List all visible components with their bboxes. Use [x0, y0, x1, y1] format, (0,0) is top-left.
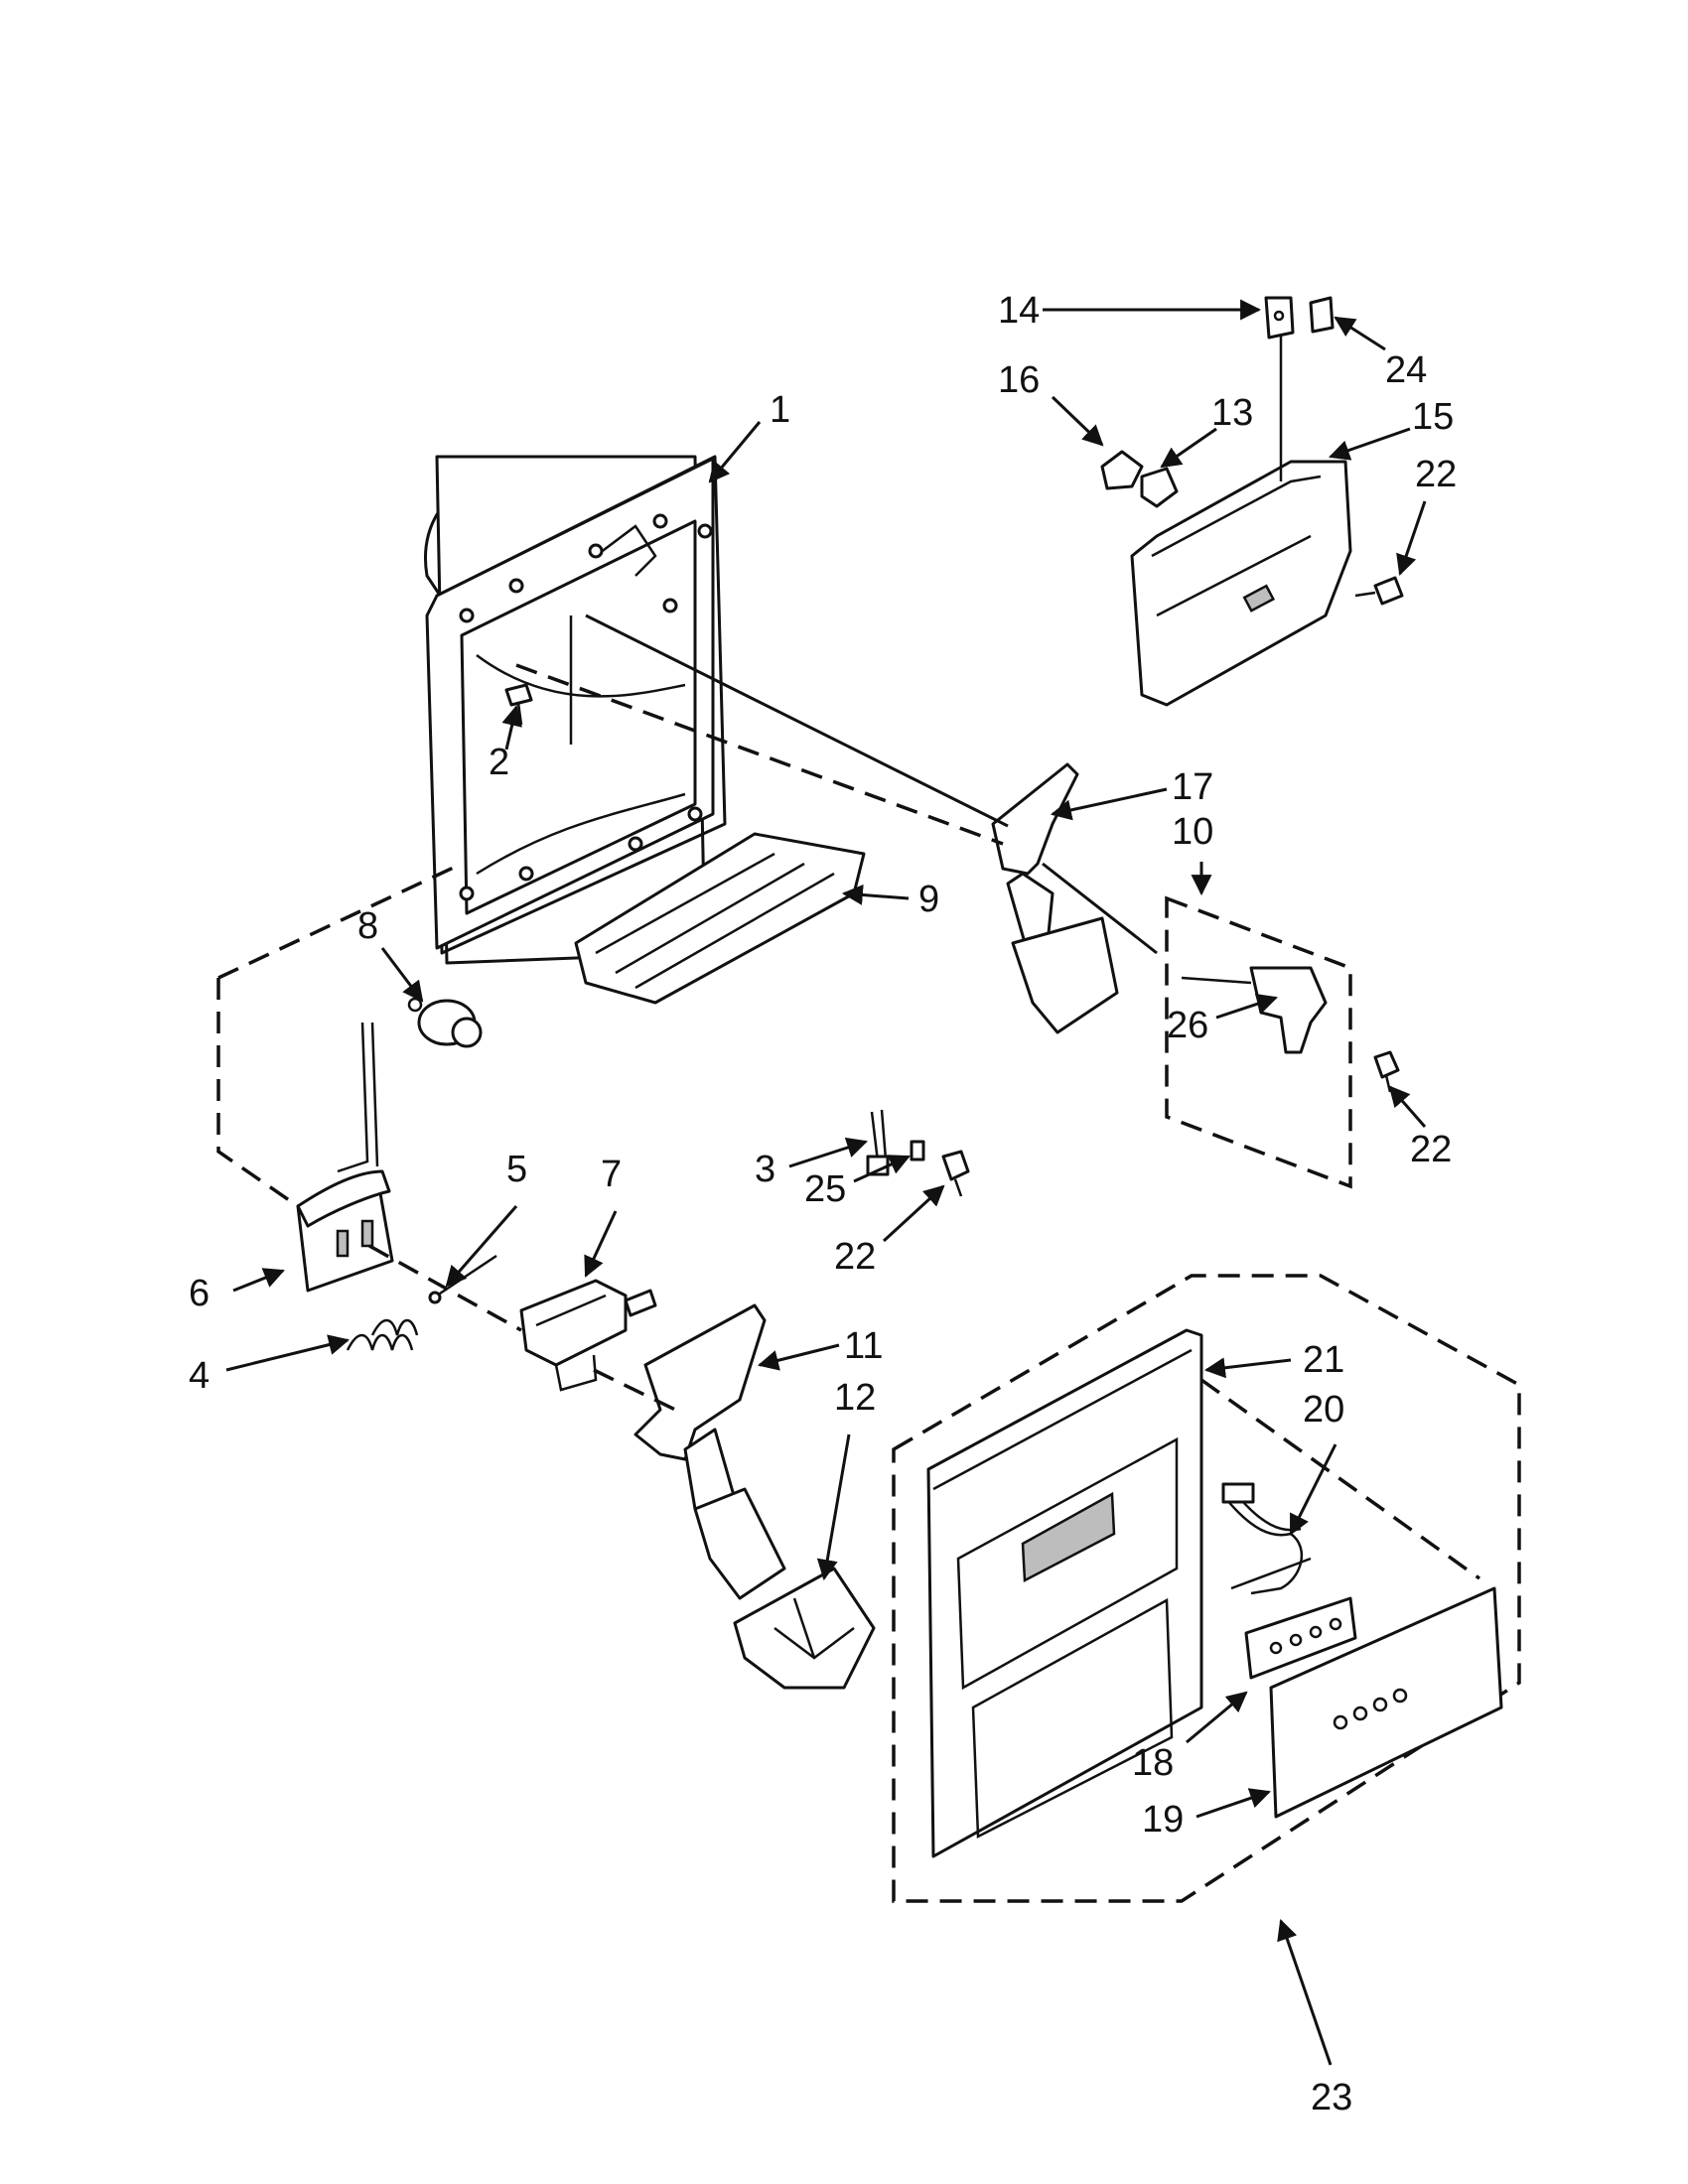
- part-6-bracket-motor: [296, 1022, 394, 1293]
- callout-19: 19: [1142, 1799, 1184, 1841]
- part-16-bulb: [1100, 450, 1144, 490]
- callout-22-upper: 22: [1415, 454, 1457, 495]
- callout-5: 5: [506, 1149, 527, 1190]
- part-17-water-paddle: [991, 762, 1119, 1034]
- part-10-switch-assembly: [1165, 895, 1400, 1189]
- callout-23: 23: [1311, 2077, 1352, 2118]
- callout-22-middle: 22: [834, 1236, 876, 1278]
- callout-17: 17: [1172, 766, 1213, 808]
- part-23-dispenser-front-assembly: [892, 1274, 1521, 1903]
- callout-6: 6: [189, 1273, 210, 1314]
- part-18-control-board: [1244, 1596, 1357, 1680]
- callout-24: 24: [1385, 349, 1427, 391]
- part-19-overlay-decal: [1269, 1586, 1503, 1819]
- callout-11: 11: [844, 1325, 883, 1367]
- callout-8: 8: [357, 905, 378, 947]
- callout-20: 20: [1303, 1389, 1344, 1431]
- callout-26: 26: [1167, 1005, 1208, 1046]
- callout-18: 18: [1132, 1742, 1174, 1784]
- part-5-pin: [428, 1254, 497, 1304]
- callout-4: 4: [189, 1355, 210, 1397]
- part-20-wire-harness: [1221, 1482, 1312, 1595]
- callout-3: 3: [755, 1149, 775, 1190]
- part-21-front-panel: [926, 1328, 1203, 1858]
- callout-9: 9: [918, 879, 939, 920]
- part-1-housing-frame: [424, 455, 727, 965]
- callout-7: 7: [601, 1154, 622, 1195]
- callout-14: 14: [998, 290, 1040, 332]
- callout-25: 25: [804, 1168, 846, 1210]
- part-3-25-22-small-parts: [866, 1109, 970, 1197]
- callout-22-right: 22: [1410, 1129, 1452, 1170]
- callout-21: 21: [1303, 1339, 1344, 1381]
- part-11-ice-paddle: [633, 1303, 786, 1600]
- part-7-actuator: [519, 1279, 657, 1392]
- callout-16: 16: [998, 359, 1040, 401]
- part-15-switch-housing: [1130, 328, 1352, 707]
- leader-lines: [225, 299, 1427, 2066]
- callout-2: 2: [489, 742, 509, 783]
- callout-15: 15: [1412, 396, 1454, 438]
- callout-10: 10: [1172, 811, 1213, 853]
- part-14-microswitch: [1264, 296, 1295, 340]
- callout-12: 12: [834, 1377, 876, 1419]
- part-4-spring: [346, 1318, 419, 1351]
- part-22-screw-upper: [1354, 576, 1404, 606]
- assembly-lines: [216, 614, 1481, 1580]
- callout-labels: 1 2 8 17 10 9 26 22 3 25 22 6 4 5 7 11 1…: [189, 290, 1457, 2118]
- part-9-drip-tray: [574, 832, 866, 1005]
- part-13-socket: [1140, 467, 1179, 508]
- callout-13: 13: [1211, 392, 1253, 434]
- callout-1: 1: [770, 389, 790, 431]
- part-8-solenoid: [407, 997, 483, 1048]
- part-24-insulator: [1309, 296, 1335, 334]
